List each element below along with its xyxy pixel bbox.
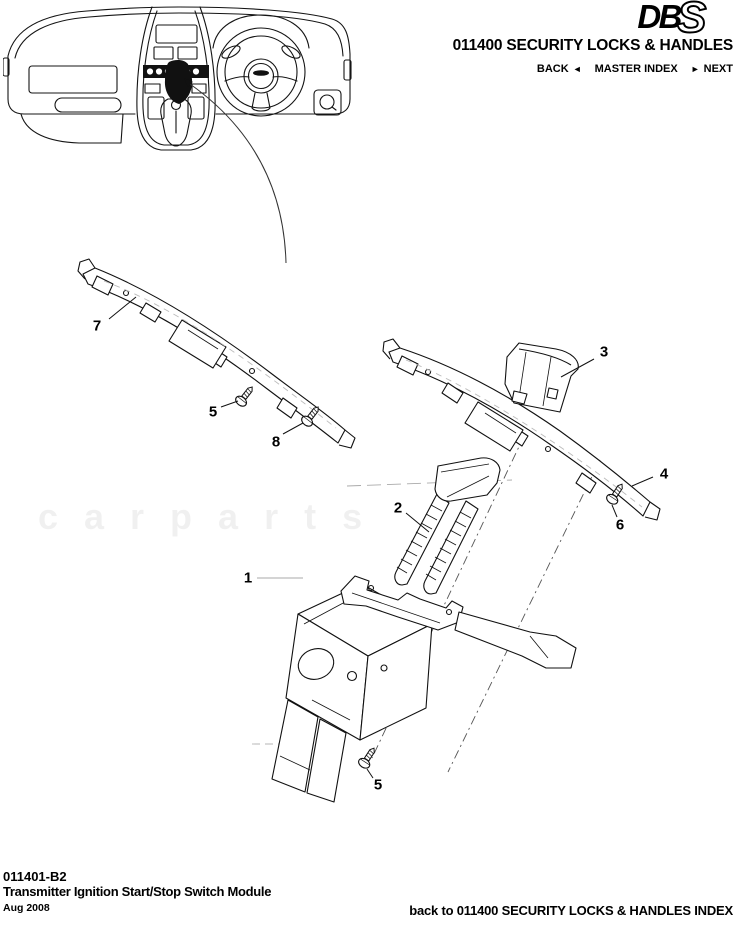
part-1-switch-module bbox=[271, 575, 577, 803]
part-3-bezel bbox=[504, 342, 579, 413]
doc-date: Aug 2008 bbox=[3, 901, 50, 914]
next-arrow-icon: ► bbox=[690, 63, 700, 74]
doc-title: Transmitter Ignition Start/Stop Switch M… bbox=[3, 884, 272, 900]
left-vent-panel bbox=[28, 65, 118, 94]
callout-5-upper: 5 bbox=[208, 403, 218, 421]
dbs-logo-s-glyph: S bbox=[676, 0, 707, 43]
svg-text:S: S bbox=[677, 0, 706, 42]
callout-1: 1 bbox=[243, 569, 253, 587]
dbs-logo-db: DB bbox=[637, 0, 682, 35]
watermark: carparts bbox=[38, 496, 389, 537]
callout-2: 2 bbox=[393, 499, 403, 517]
screw-6 bbox=[604, 480, 628, 507]
callout-6: 6 bbox=[615, 516, 625, 534]
dbs-logo: DB S bbox=[637, 0, 731, 44]
dashboard-top-edge bbox=[7, 6, 351, 57]
screw-5-upper bbox=[233, 382, 258, 409]
nav-back-link[interactable]: BACK◄ bbox=[537, 63, 582, 75]
callout-4: 4 bbox=[659, 465, 669, 483]
centre-console bbox=[136, 6, 216, 151]
steering-badge bbox=[253, 70, 269, 76]
nav-master-index-link[interactable]: MASTER INDEX bbox=[594, 63, 678, 75]
callout-5-lower: 5 bbox=[373, 776, 383, 794]
callout-3: 3 bbox=[599, 343, 609, 361]
part-4-rail bbox=[382, 338, 661, 521]
back-to-index-link[interactable]: back to 011400 SECURITY LOCKS & HANDLES … bbox=[409, 903, 733, 918]
header-nav: BACK◄ MASTER INDEX ►NEXT bbox=[537, 63, 733, 75]
callout-7: 7 bbox=[92, 317, 102, 335]
part-2-connector-bolts bbox=[394, 457, 501, 595]
nav-next-label: NEXT bbox=[703, 63, 733, 75]
doc-info: 011401-B2 Transmitter Ignition Start/Sto… bbox=[3, 869, 271, 914]
nav-next-link[interactable]: ►NEXT bbox=[691, 63, 733, 75]
nav-back-label: BACK bbox=[536, 63, 569, 75]
back-arrow-icon: ◄ bbox=[572, 63, 582, 74]
highlighted-switch-module bbox=[164, 59, 193, 104]
screw-5-lower bbox=[356, 744, 380, 771]
doc-number: 011401-B2 bbox=[3, 869, 67, 884]
screw-8 bbox=[299, 402, 324, 429]
door-switch-panel bbox=[313, 89, 342, 116]
page-title: 011400 SECURITY LOCKS & HANDLES bbox=[452, 37, 734, 54]
dashboard-location-inset bbox=[3, 6, 352, 151]
left-tray bbox=[54, 97, 122, 113]
assembly-axis-lines bbox=[252, 435, 601, 773]
callout-8: 8 bbox=[271, 433, 281, 451]
